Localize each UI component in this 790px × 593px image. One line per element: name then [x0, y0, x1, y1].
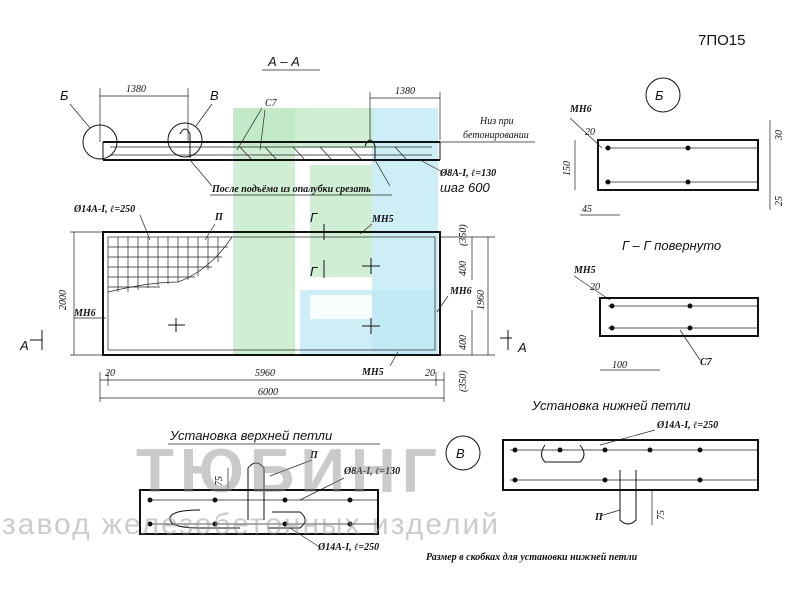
plan-dim-400-top: 400 — [458, 261, 469, 276]
upper-loop-p: П — [309, 450, 319, 461]
callout-v-label: В — [210, 88, 219, 103]
watermark-white-gap — [310, 295, 372, 319]
lower-loop-d75: 75 — [656, 510, 667, 520]
bottom-note-2: бетонировании — [463, 130, 529, 141]
plan-rebar-top: Ø14А-I, ℓ=250 — [73, 204, 135, 215]
plan-dim-height: 2000 — [58, 290, 69, 310]
watermark-brand: ТЮБИНГ — [136, 437, 443, 506]
upper-loop-detail: Установка верхней петли В П Ø8А-I, ℓ=130… — [139, 428, 481, 553]
detail-b-d25: 25 — [774, 196, 785, 206]
plan-dim-350-top: (350) — [458, 224, 469, 246]
upper-loop-callout-label: В — [456, 446, 465, 461]
plan-mn6-right: МН6 — [449, 286, 472, 297]
callout-v-circle — [167, 122, 203, 158]
detail-b-d45: 45 — [582, 204, 592, 215]
section-aa-c7: С7 — [265, 98, 278, 109]
section-gg: Г – Г повернуто МН5 20 100 С7 — [573, 238, 759, 371]
upper-loop-title: Установка верхней петли — [169, 428, 332, 443]
section-aa: А – А 1380 1380 Б В — [60, 54, 535, 196]
section-gg-d100: 100 — [612, 360, 627, 371]
plan-dim-20-right: 20 — [425, 368, 435, 379]
detail-b-d20: 20 — [585, 127, 595, 138]
section-mark-right: А — [517, 340, 527, 355]
section-gg-mn5: МН5 — [573, 265, 596, 276]
lower-loop-rebar: Ø14А-I, ℓ=250 — [656, 420, 718, 431]
plan-panel-outline — [102, 231, 441, 356]
detail-b: Б МН6 20 150 30 25 45 — [562, 77, 785, 216]
lower-loop-title: Установка нижней петли — [531, 398, 690, 413]
plan-g-mark-bottom: Г — [310, 264, 318, 279]
detail-b-callout — [645, 77, 681, 113]
plan-mn5-bottom: МН5 — [361, 367, 384, 378]
sheet-code: 7ПО15 — [698, 32, 745, 49]
watermark-tagline: завод железобетонных изделий — [2, 508, 500, 541]
plan-dim-6000: 6000 — [258, 387, 278, 398]
plan-dim-5960: 5960 — [255, 368, 275, 379]
bottom-note: Низ при — [479, 116, 514, 127]
plan-mn6-left: МН6 — [73, 308, 96, 319]
detail-b-callout-label: Б — [655, 88, 664, 103]
section-gg-c7: С7 — [700, 357, 713, 368]
upper-loop-d75: 75 — [214, 476, 225, 486]
watermark-logo — [233, 108, 438, 356]
lower-loop-p: П — [594, 512, 604, 523]
section-gg-title: Г – Г повернуто — [622, 238, 721, 253]
plan-dim-20-left: 20 — [105, 368, 115, 379]
footnote: Размер в скобках для установки нижней пе… — [426, 552, 638, 563]
callout-b-circle — [82, 124, 118, 160]
detail-b-d30: 30 — [774, 130, 785, 141]
section-aa-step: шаг 600 — [440, 180, 491, 195]
detail-b-d150: 150 — [562, 161, 573, 176]
upper-loop-callout — [445, 435, 481, 471]
plan-p-label: П — [214, 212, 224, 223]
section-aa-rebar: Ø8А-I, ℓ=130 — [439, 168, 496, 179]
upper-loop-rebar-bottom: Ø14А-I, ℓ=250 — [317, 542, 379, 553]
watermark-green-block-mid — [310, 165, 372, 277]
plan-g-mark-top: Г — [310, 210, 318, 225]
callout-b-label: Б — [60, 88, 69, 103]
center-marks — [168, 258, 380, 334]
plan-dim-400-bot: 400 — [458, 335, 469, 350]
lower-loop-detail: Установка нижней петли Ø14А-I, ℓ=250 П 7… — [502, 398, 759, 525]
plan-view: Ø14А-I, ℓ=250 П Г Г МН5 МН5 МН6 МН6 2000… — [19, 204, 527, 402]
plan-mn5-top: МН5 — [371, 214, 394, 225]
plan-dim-1960: 1960 — [476, 290, 487, 310]
section-mark-left: А — [19, 338, 29, 353]
section-gg-d20: 20 — [590, 282, 600, 293]
section-aa-dim-right: 1380 — [395, 86, 415, 97]
mesh-grid — [107, 236, 233, 293]
section-aa-dim-left: 1380 — [126, 84, 146, 95]
section-aa-title: А – А — [267, 54, 300, 69]
upper-loop-rebar-top: Ø8А-I, ℓ=130 — [343, 466, 400, 477]
plan-dim-350-bot: (350) — [458, 370, 469, 392]
detail-b-mn6: МН6 — [569, 104, 592, 115]
cut-note: После подъёма из опалубки срезать — [211, 184, 371, 195]
